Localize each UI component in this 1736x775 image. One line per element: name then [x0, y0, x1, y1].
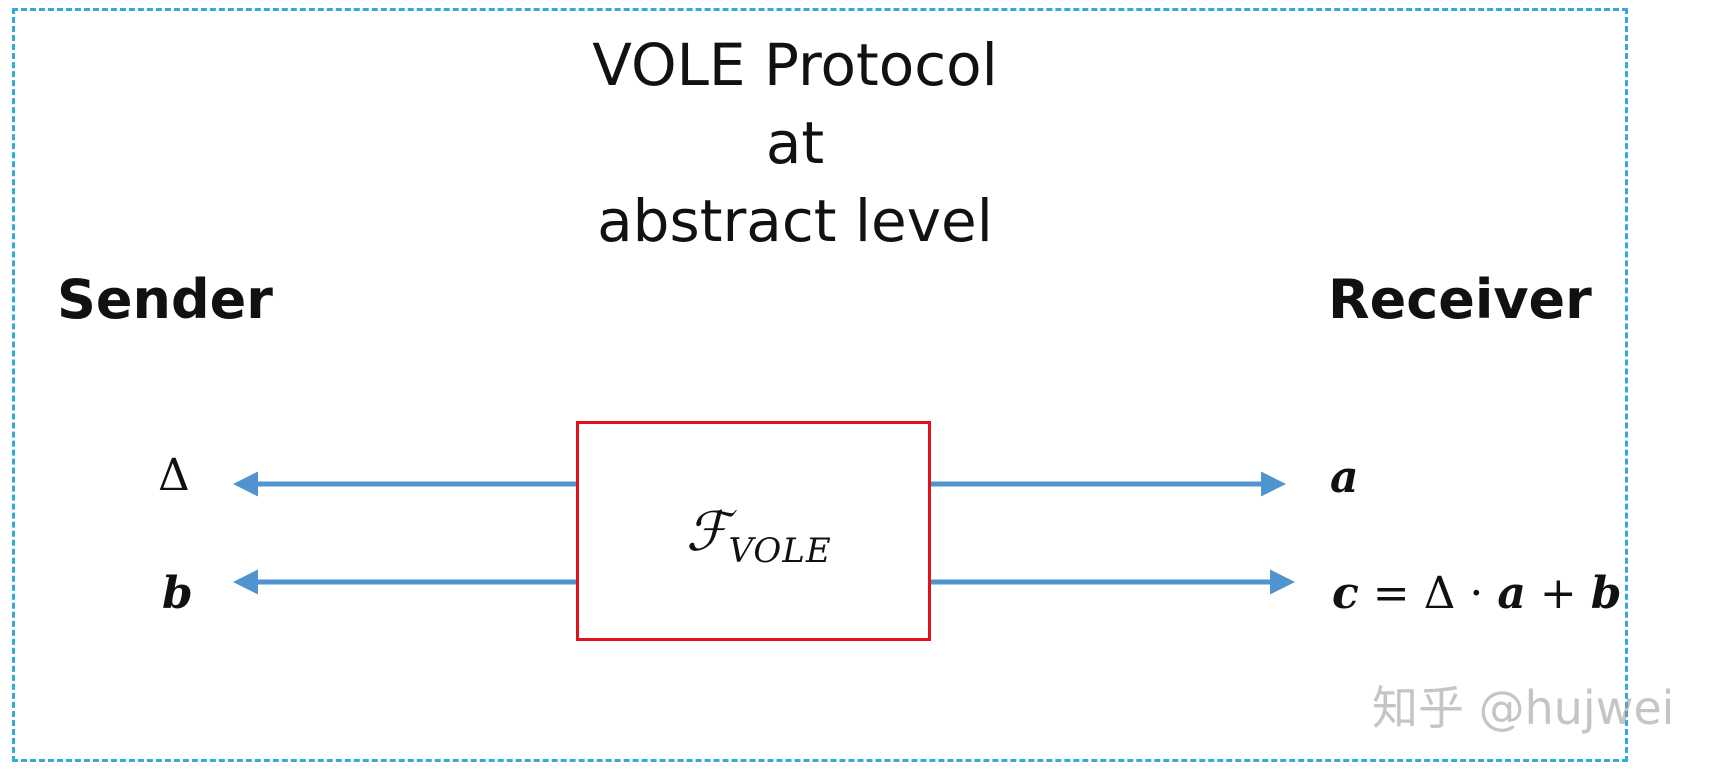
- diagram-title: VOLE Protocol at abstract level: [560, 26, 1030, 260]
- sender-delta-output: Δ: [158, 450, 190, 501]
- receiver-a-output: a: [1330, 452, 1359, 503]
- title-line-1: VOLE Protocol at: [592, 31, 998, 177]
- equation-equals-delta-dot: = Δ ·: [1358, 568, 1498, 619]
- functionality-symbol: ℱ: [686, 500, 729, 563]
- receiver-label: Receiver: [1328, 268, 1592, 331]
- receiver-c-equation: c = Δ · a + b: [1332, 568, 1622, 619]
- zhihu-watermark: 知乎 @hujwei: [1372, 681, 1675, 735]
- equation-a: a: [1497, 568, 1526, 619]
- equation-c: c: [1332, 568, 1359, 619]
- dashed-border-frame: [12, 8, 1628, 762]
- vole-functionality-label: ℱVOLE: [686, 500, 832, 571]
- sender-b-output: b: [162, 568, 193, 619]
- sender-label: Sender: [57, 268, 273, 331]
- equation-plus: +: [1525, 568, 1591, 619]
- equation-b: b: [1590, 568, 1622, 619]
- functionality-subscript: VOLE: [728, 531, 832, 571]
- title-line-2: abstract level: [597, 187, 993, 255]
- vole-functionality-box: [576, 421, 931, 641]
